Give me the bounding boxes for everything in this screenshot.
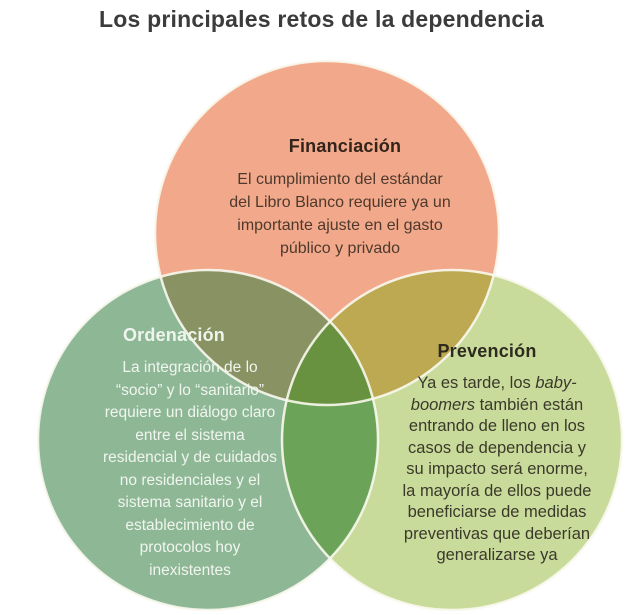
prevencion-body: Ya es tarde, los baby- boomers también e… xyxy=(402,374,592,564)
page-title: Los principales retos de la dependencia xyxy=(99,6,544,32)
prevencion-heading: Prevención xyxy=(437,341,537,361)
ordenacion-heading: Ordenación xyxy=(122,325,226,345)
circle-financiacion-outline xyxy=(153,59,501,407)
ordenacion-body: La integración de lo “socio” y lo “sanit… xyxy=(102,359,278,579)
overlap-financiacion-ordenacion xyxy=(155,270,378,405)
financiacion-heading: Financiación xyxy=(288,136,402,156)
overlap-financiacion-prevencion xyxy=(282,270,499,405)
circle-prevencion-outline xyxy=(280,268,624,612)
circle-ordenacion-outline xyxy=(36,268,380,612)
financiacion-body: El cumplimiento del estándar del Libro B… xyxy=(229,171,451,257)
